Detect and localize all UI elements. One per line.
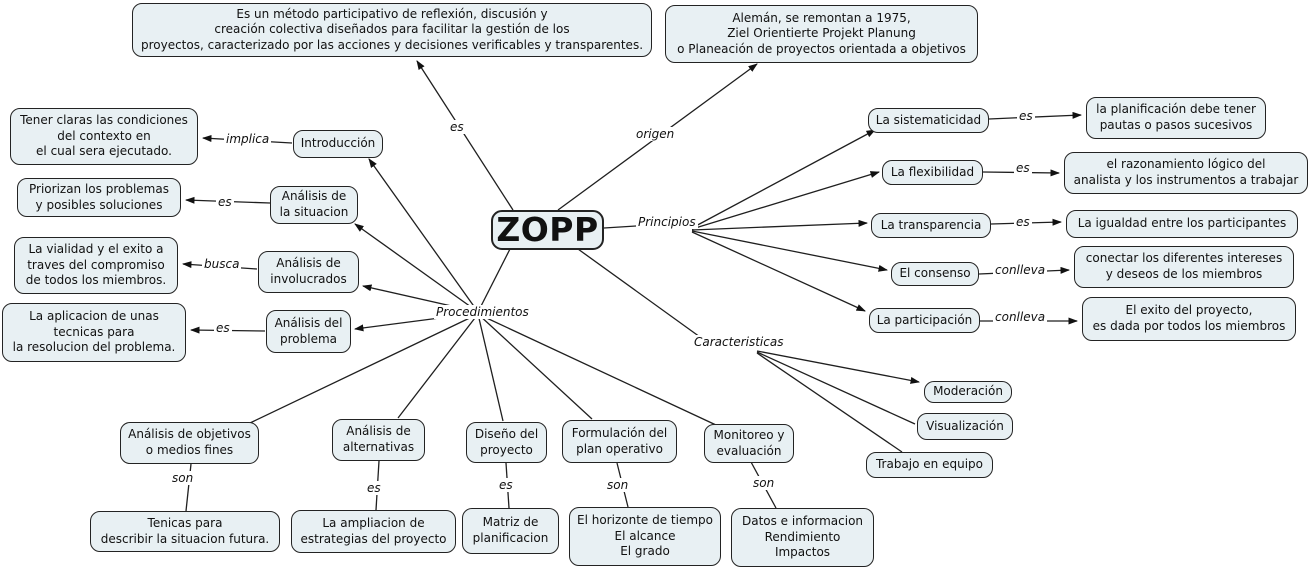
node-diseno-detalle[interactable]: Matriz de planificacion xyxy=(462,508,559,554)
node-transparencia[interactable]: La transparencia xyxy=(871,213,991,238)
node-participacion[interactable]: La participación xyxy=(869,308,980,333)
node-transparencia-detalle[interactable]: La igualdad entre los participantes xyxy=(1066,210,1298,238)
link-label-son-monitoreo[interactable]: son xyxy=(751,476,777,490)
node-sistematicidad-detalle[interactable]: la planificación debe tener pautas o pas… xyxy=(1086,97,1266,139)
node-introduccion[interactable]: Introducción xyxy=(293,130,383,158)
node-diseno-proyecto[interactable]: Diseño del proyecto xyxy=(466,422,547,463)
node-participacion-detalle[interactable]: El exito del proyecto, es dada por todos… xyxy=(1082,297,1296,341)
link-label-es-alternativas[interactable]: es xyxy=(365,481,383,495)
link-label-principios[interactable]: Principios xyxy=(636,215,698,229)
node-flexibilidad[interactable]: La flexibilidad xyxy=(882,160,983,185)
node-sistematicidad[interactable]: La sistematicidad xyxy=(868,108,989,133)
link-label-son-objetivos[interactable]: son xyxy=(170,471,196,485)
link-label-procedimientos[interactable]: Procedimientos xyxy=(434,305,531,319)
node-flexibilidad-detalle[interactable]: el razonamiento lógico del analista y lo… xyxy=(1064,152,1308,194)
node-moderacion[interactable]: Moderación xyxy=(924,381,1012,403)
node-involucrados-detalle[interactable]: La vialidad y el exito a traves del comp… xyxy=(14,237,178,294)
node-alternativas-detalle[interactable]: La ampliacion de estrategias del proyect… xyxy=(291,510,456,553)
node-visualizacion[interactable]: Visualización xyxy=(917,413,1013,440)
link-label-es-problema[interactable]: es xyxy=(214,321,232,335)
node-analisis-situacion[interactable]: Análisis de la situacion xyxy=(270,186,358,224)
link-label-conlleva-participacion[interactable]: conlleva xyxy=(993,310,1048,324)
node-analisis-problema[interactable]: Análisis del problema xyxy=(266,310,351,353)
node-formulacion-detalle[interactable]: El horizonte de tiempo El alcance El gra… xyxy=(569,507,721,566)
node-analisis-alternativas[interactable]: Análisis de alternativas xyxy=(332,419,425,461)
link-label-origen[interactable]: origen xyxy=(634,127,677,141)
link-label-busca[interactable]: busca xyxy=(202,257,242,271)
link-label-caracteristicas[interactable]: Caracteristicas xyxy=(692,335,786,349)
node-situacion-detalle[interactable]: Priorizan los problemas y posibles soluc… xyxy=(17,178,181,217)
link-label-es-transparencia[interactable]: es xyxy=(1014,215,1032,229)
node-formulacion-plan[interactable]: Formulación del plan operativo xyxy=(562,420,677,463)
node-definicion[interactable]: Es un método participativo de reflexión,… xyxy=(132,3,652,57)
node-origen-info[interactable]: Alemán, se remontan a 1975, Ziel Orienti… xyxy=(665,5,978,63)
node-consenso-detalle[interactable]: conectar los diferentes intereses y dese… xyxy=(1074,246,1294,288)
node-zopp[interactable]: ZOPP xyxy=(491,210,604,250)
node-introduccion-detalle[interactable]: Tener claras las condiciones del context… xyxy=(10,108,198,165)
node-monitoreo-detalle[interactable]: Datos e informacion Rendimiento Impactos xyxy=(731,508,874,567)
node-analisis-involucrados[interactable]: Análisis de involucrados xyxy=(258,251,359,293)
link-label-es-situacion[interactable]: es xyxy=(216,195,234,209)
node-trabajo-equipo[interactable]: Trabajo en equipo xyxy=(866,452,993,478)
node-objetivos-detalle[interactable]: Tenicas para describir la situacion futu… xyxy=(90,511,280,552)
link-label-es-flexibilidad[interactable]: es xyxy=(1014,161,1032,175)
link-label-es-sistematicidad[interactable]: es xyxy=(1017,109,1035,123)
link-label-implica[interactable]: implica xyxy=(224,132,272,146)
node-consenso[interactable]: El consenso xyxy=(891,262,979,286)
link-label-es-diseno[interactable]: es xyxy=(497,478,515,492)
node-monitoreo[interactable]: Monitoreo y evaluación xyxy=(704,424,794,463)
node-problema-detalle[interactable]: La aplicacion de unas tecnicas para la r… xyxy=(2,303,186,362)
link-label-es-definicion[interactable]: es xyxy=(448,120,466,134)
link-label-conlleva-consenso[interactable]: conlleva xyxy=(993,263,1048,277)
node-analisis-objetivos[interactable]: Análisis de objetivos o medios fines xyxy=(120,422,259,464)
link-label-son-formulacion[interactable]: son xyxy=(605,478,631,492)
